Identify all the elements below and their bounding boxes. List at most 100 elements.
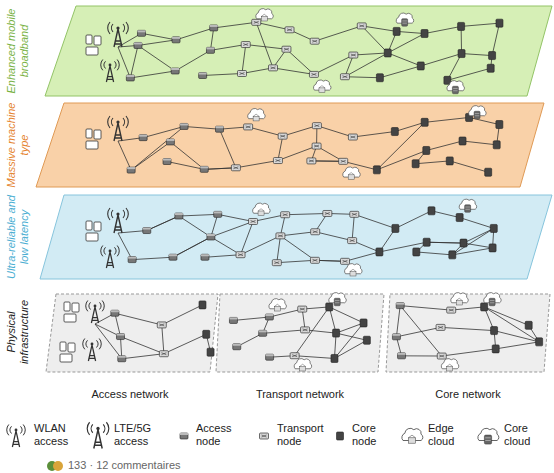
network-label: Transport network (214, 388, 386, 400)
core-cloud-symbol (478, 428, 499, 444)
slice-band: Enhanced mobile broadband (0, 6, 554, 96)
network-node (259, 330, 267, 336)
network-region: Access network (40, 290, 220, 402)
network-node (459, 137, 466, 145)
tower-symbol (86, 301, 105, 324)
region-outline (384, 290, 552, 402)
network-label: Core network (384, 388, 552, 400)
band-outline (0, 195, 554, 279)
network-node (481, 303, 488, 311)
device-icons (86, 35, 101, 55)
network-node (307, 158, 316, 164)
network-node (460, 239, 467, 247)
network-node (492, 345, 499, 353)
edge-cloud-symbol (256, 9, 273, 21)
network-node (126, 75, 134, 81)
edge-cloud-symbol (343, 167, 360, 179)
network-node (249, 218, 258, 224)
network-node (111, 310, 119, 316)
network-node (447, 307, 456, 313)
edge-cloud-symbol (248, 109, 265, 121)
edge-cloud-symbol (345, 264, 362, 276)
network-node (341, 258, 350, 264)
network-node (203, 330, 210, 338)
network-node (496, 121, 503, 129)
network-node (363, 336, 370, 344)
network-links (233, 307, 366, 359)
legend-label: LTE/5G access (114, 422, 151, 447)
network-node (489, 52, 496, 60)
network-node (241, 42, 250, 48)
core-cloud-symbol (469, 106, 486, 119)
tower-symbol (7, 425, 26, 448)
slice-band: Ultra-reliable and low latency (0, 195, 554, 279)
network-node (290, 353, 299, 359)
core-cloud-symbol (396, 13, 413, 26)
network-node (278, 133, 287, 139)
network-node (496, 19, 503, 27)
network-node (428, 207, 435, 215)
network-region: Core network (384, 290, 552, 402)
network-node (137, 30, 145, 36)
network-links (396, 306, 539, 356)
legend-label: Transport node (277, 422, 324, 447)
network-node (128, 257, 136, 263)
network-node (201, 254, 209, 260)
device-icons (64, 302, 79, 322)
edge-cloud-symbol (269, 299, 286, 311)
network-node (413, 248, 420, 256)
network-node (244, 124, 253, 130)
network-node (398, 353, 406, 359)
network-node (491, 327, 498, 335)
network-node (421, 30, 428, 38)
slice-label: Ultra-reliable and low latency (5, 191, 30, 283)
network-node (166, 139, 174, 145)
tower-symbol (101, 246, 120, 269)
legend-label: Core node (352, 422, 376, 447)
network-node (269, 65, 278, 71)
network-node (391, 128, 398, 136)
network-node (159, 351, 168, 357)
legend-icons (7, 422, 499, 448)
network-node (252, 19, 261, 25)
network-node (326, 303, 333, 311)
network-node (493, 141, 500, 149)
tower-symbol (87, 422, 109, 448)
tower-symbol (83, 339, 102, 362)
network-node (180, 433, 188, 439)
network-node (357, 23, 366, 29)
legend-label: Core cloud (504, 422, 530, 447)
network-node (412, 160, 419, 168)
slice-label: Massive machine type (5, 97, 30, 193)
network-node (207, 234, 215, 240)
network-node (171, 68, 179, 74)
edge-cloud-symbol (314, 80, 331, 92)
network-node (233, 344, 241, 350)
network-node (265, 314, 273, 320)
network-node (172, 37, 180, 43)
network-node (310, 257, 319, 263)
network-node (127, 167, 135, 173)
network-node (456, 214, 463, 222)
network-node (360, 319, 367, 327)
network-node (525, 321, 532, 329)
region-outline (214, 290, 386, 402)
network-node (348, 134, 357, 140)
footer-note: 133 · 12 commentaires (68, 459, 181, 471)
network-node (180, 123, 188, 129)
region-outline (40, 290, 220, 402)
network-node (282, 46, 291, 52)
core-cloud-symbol (459, 199, 476, 212)
network-node (134, 42, 142, 48)
network-node (276, 233, 285, 239)
network-node (392, 334, 400, 340)
core-cloud-symbol (329, 293, 346, 306)
network-node (311, 229, 320, 235)
network-node (350, 211, 359, 217)
network-node (376, 74, 383, 82)
legend-label: Edge cloud (428, 422, 454, 447)
network-node (301, 327, 310, 333)
network-node (163, 159, 171, 165)
network-node (236, 252, 245, 258)
network-node (310, 38, 319, 44)
